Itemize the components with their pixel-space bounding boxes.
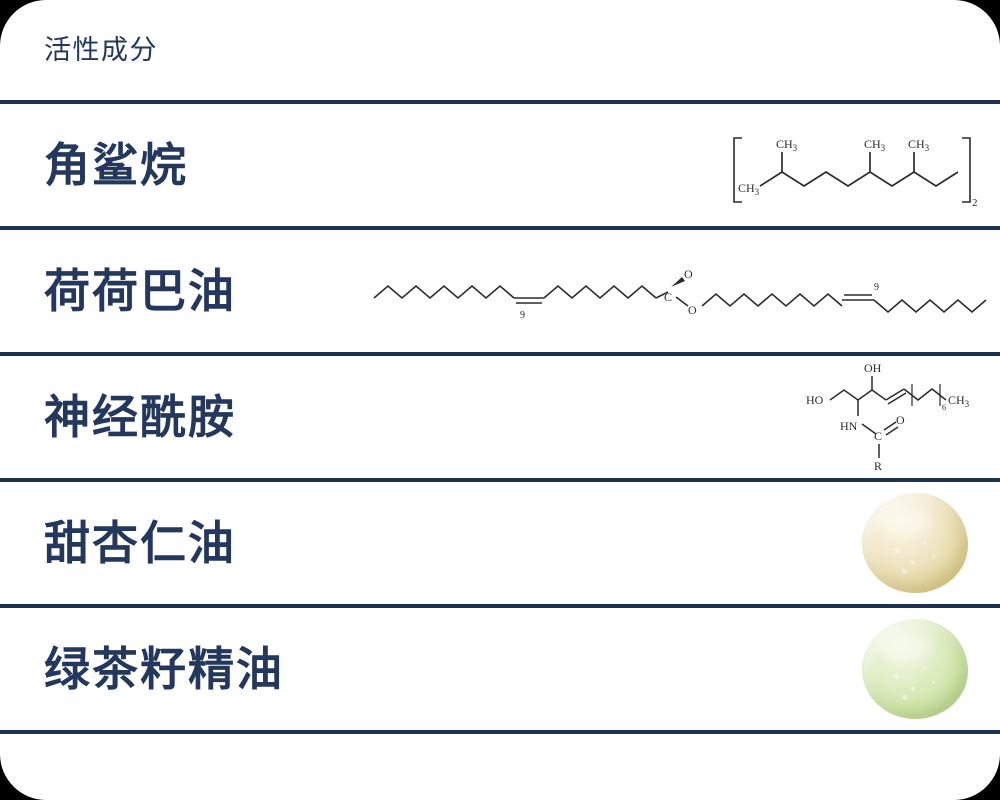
svg-text:6: 6: [942, 403, 946, 412]
swatch-speck: [923, 667, 927, 670]
ingredient-visual-sweet-almond-oil: [850, 482, 1000, 604]
svg-text:O: O: [688, 303, 697, 317]
svg-text:HN: HN: [840, 419, 858, 433]
ingredient-visual-jojoba: 9 C O O 9: [368, 230, 1000, 352]
ingredient-name-green-tea-seed-oil: 绿茶籽精油: [44, 643, 284, 695]
card-bottom-spacer: [0, 734, 1000, 774]
ceramide-structure: HO OH 6 CH3 HN C: [806, 361, 970, 473]
ingredient-name-jojoba: 荷荷巴油: [44, 265, 236, 317]
divider-bottom: [0, 730, 1000, 734]
swatch-speck: [910, 561, 915, 565]
divider-2: [0, 352, 1000, 356]
green-tea-seed-oil-swatch: [862, 619, 968, 719]
ingredient-row-jojoba[interactable]: 荷荷巴油 9 C O O: [0, 230, 1000, 352]
ingredient-visual-green-tea-seed-oil: [850, 608, 1000, 730]
swatch-wrap-almond: [850, 482, 980, 604]
svg-text:C: C: [874, 429, 882, 443]
ingredient-visual-squalane: CH3 CH3 CH3 CH3 2: [720, 104, 1000, 226]
ingredient-name-ceramide: 神经酰胺: [44, 391, 236, 443]
divider-top: [0, 100, 1000, 104]
svg-text:2: 2: [972, 197, 978, 209]
svg-text:9: 9: [874, 282, 879, 293]
svg-text:O: O: [896, 413, 905, 427]
svg-text:CH3: CH3: [864, 137, 886, 153]
ingredient-name-squalane: 角鲨烷: [44, 139, 188, 191]
jojoba-oil-structure: 9 C O O 9: [373, 267, 987, 321]
svg-text:CH3: CH3: [738, 181, 760, 197]
ingredient-row-ceramide[interactable]: 神经酰胺 HO OH 6 CH3: [0, 356, 1000, 478]
swatch-speck: [902, 569, 908, 574]
divider-1: [0, 226, 1000, 230]
svg-text:CH3: CH3: [908, 137, 930, 153]
swatch-speck: [902, 695, 908, 700]
svg-text:O: O: [684, 267, 693, 281]
svg-text:CH3: CH3: [776, 137, 798, 153]
almond-oil-swatch: [862, 493, 968, 593]
svg-text:9: 9: [520, 310, 525, 321]
swatch-wrap-green-tea: [850, 608, 980, 730]
swatch-speck: [931, 681, 935, 684]
card-header-title: 活性成分: [44, 34, 158, 65]
swatch-speck: [893, 548, 899, 553]
ingredient-row-squalane[interactable]: 角鲨烷 CH3 CH3 CH3 CH3 2: [0, 104, 1000, 226]
svg-text:HO: HO: [806, 393, 824, 407]
card-header: 活性成分: [0, 0, 1000, 100]
ingredient-name-sweet-almond-oil: 甜杏仁油: [44, 517, 236, 569]
ingredient-visual-ceramide: HO OH 6 CH3 HN C: [800, 356, 1000, 478]
ingredient-row-green-tea-seed-oil[interactable]: 绿茶籽精油: [0, 608, 1000, 730]
svg-text:R: R: [874, 459, 882, 473]
ingredient-row-sweet-almond-oil[interactable]: 甜杏仁油: [0, 482, 1000, 604]
svg-text:CH3: CH3: [948, 393, 970, 409]
svg-text:C: C: [664, 290, 672, 304]
swatch-speck: [923, 541, 927, 544]
swatch-speck: [893, 674, 899, 679]
divider-4: [0, 604, 1000, 608]
divider-3: [0, 478, 1000, 482]
squalane-structure: CH3 CH3 CH3 CH3 2: [733, 137, 978, 209]
swatch-speck: [910, 687, 915, 691]
svg-text:OH: OH: [864, 361, 882, 375]
swatch-speck: [931, 555, 935, 558]
